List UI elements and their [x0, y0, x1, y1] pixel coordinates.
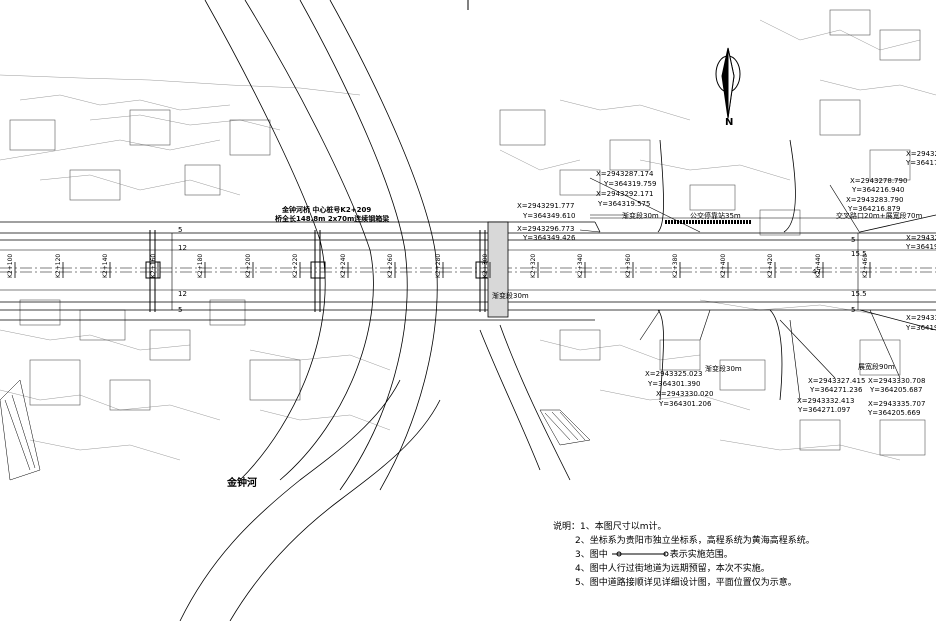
station-label: K2+400 [720, 253, 727, 278]
bridge-name-line2: 桥全长148.8m 2x70m连续钢箱梁 [275, 215, 390, 223]
station-label: K2+420 [767, 253, 774, 278]
road-corridor [0, 139, 936, 401]
station-label: K2+300 [482, 253, 489, 278]
coord-y: Y=36417 [906, 159, 936, 167]
coord-y: Y=364216.940 [852, 186, 905, 194]
river-and-old-road [179, 0, 571, 621]
bridge-piers [145, 230, 491, 312]
note-item: 1、本图尺寸以m计。 [580, 522, 667, 532]
coord-y: Y=364301.206 [659, 400, 712, 408]
station-label: K2+120 [55, 253, 62, 278]
note-item: 3、图中 [575, 550, 608, 560]
north-label: N [725, 117, 734, 128]
segment-label: 渐变段30m [492, 292, 529, 300]
coord-x: X=2943325.023 [645, 370, 703, 378]
coord-x: X=2943296.773 [517, 225, 575, 233]
segment-label: 交叉路口20m+展宽段70m [836, 212, 923, 220]
segment-label: 渐变段30m [705, 365, 742, 373]
coord-y: Y=364216.879 [848, 205, 901, 213]
dimension-label: 12 [178, 244, 187, 252]
hatched-areas [0, 379, 591, 481]
coord-y: Y=364319.759 [604, 180, 657, 188]
coord-x: X=2943287.174 [596, 170, 654, 178]
coord-x: X=2943292.171 [596, 190, 654, 198]
station-label: K2+140 [102, 253, 109, 278]
station-ticks [14, 262, 871, 278]
river-label: 金钟河 [227, 478, 257, 489]
coord-x: X=29432 [906, 234, 936, 242]
station-label: K2+100 [7, 253, 14, 278]
note-item: 5、图中道路接顺详见详细设计图，平面位置仅为示意。 [575, 578, 797, 588]
notes-block: 说明：1、本图尺寸以m计。 2、坐标系为贵阳市独立坐标系，高程系统为黄海高程系统… [553, 520, 815, 590]
coord-x: X=2943335.707 [868, 400, 926, 408]
segment-label: 公交停靠站35m [690, 212, 741, 220]
implementation-range-symbol [612, 551, 669, 557]
leader-lines [579, 177, 901, 401]
dimension-label: 5 [851, 236, 856, 244]
coord-y: Y=364349.426 [523, 234, 576, 242]
note-item: 表示实施范围。 [669, 550, 733, 560]
station-label: K2+320 [530, 253, 537, 278]
station-label: K2+340 [577, 253, 584, 278]
coord-x: X=2943330.708 [868, 377, 926, 385]
segment-label: 展宽段90m [858, 363, 895, 371]
station-label: K2+180 [197, 253, 204, 278]
coord-x: X=2943291.777 [517, 202, 575, 210]
notes-heading: 说明： [553, 522, 581, 532]
dimension-lines [171, 233, 859, 310]
coord-x: X=2943327.415 [808, 377, 866, 385]
dimension-label: 5 [851, 306, 856, 314]
notes-line: 3、图中 表示实施范围。 [553, 548, 815, 562]
coord-y: Y=36419 [906, 324, 936, 332]
coord-x: X=2943278.790 [850, 177, 908, 185]
note-item: 4、图中人行过街地道为远期预留，本次不实施。 [575, 564, 770, 574]
coord-x: X=29433 [906, 314, 936, 322]
coord-x: X=2943330.020 [656, 390, 714, 398]
coord-y: Y=364271.097 [798, 406, 851, 414]
coord-y: Y=364301.390 [648, 380, 701, 388]
coord-y: Y=364205.669 [868, 409, 921, 417]
coord-y: Y=364205.687 [870, 386, 923, 394]
station-label: K2+160 [150, 253, 157, 278]
coord-y: Y=36419 [906, 243, 936, 251]
coord-y: Y=364271.236 [810, 386, 863, 394]
station-label: K2+220 [292, 253, 299, 278]
dimension-label: 5 [178, 306, 183, 314]
bridge-name-line1: 金钟河桥 中心桩号K2+209 [282, 206, 372, 214]
station-label: K2+360 [625, 253, 632, 278]
dimension-label: 15.5 [851, 290, 867, 298]
coord-y: Y=364349.610 [523, 212, 576, 220]
station-label: K2+280 [435, 253, 442, 278]
notes-line: 说明：1、本图尺寸以m计。 [553, 520, 815, 534]
note-item: 2、坐标系为贵阳市独立坐标系，高程系统为黄海高程系统。 [575, 536, 815, 546]
station-label: K2+380 [672, 253, 679, 278]
dimension-label: 15.5 [851, 250, 867, 258]
buildings [9, 9, 926, 456]
station-label: K2+240 [340, 253, 347, 278]
coord-x: X=2943283.790 [846, 196, 904, 204]
coord-x: X=29432 [906, 150, 936, 158]
station-label: K2+260 [387, 253, 394, 278]
dimension-label: 5 [178, 226, 183, 234]
dimension-label: 12 [178, 290, 187, 298]
segment-label: 渐变段30m [622, 212, 659, 220]
abutment-block [487, 221, 509, 318]
dimension-label: 47 [812, 268, 821, 276]
north-arrow-icon [715, 47, 741, 119]
coord-y: Y=364319.575 [598, 200, 651, 208]
coord-x: X=2943332.413 [797, 397, 855, 405]
station-label: K2+200 [245, 253, 252, 278]
